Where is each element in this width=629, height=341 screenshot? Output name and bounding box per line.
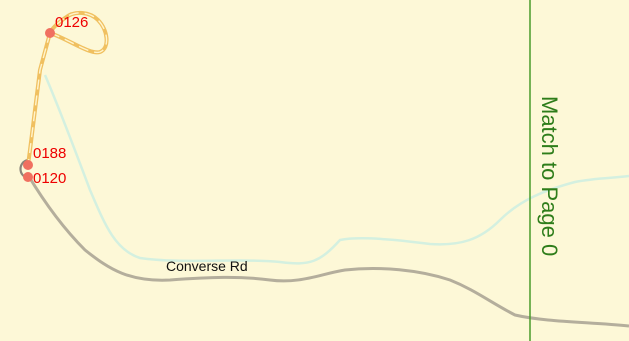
waypoint-label-0188: 0188: [33, 145, 66, 162]
road-converse-rd: [26, 174, 629, 328]
match-to-page-label[interactable]: Match to Page 0: [537, 96, 562, 256]
waypoint-marker-0120[interactable]: [23, 172, 33, 182]
waypoint-label-0126: 0126: [55, 14, 88, 31]
stream-line: [43, 74, 629, 265]
route-track-inner: [27, 12, 108, 166]
waypoint-marker-0126[interactable]: [45, 28, 55, 38]
road-label-converse-rd: Converse Rd: [166, 258, 248, 274]
waypoint-marker-0188[interactable]: [23, 160, 33, 170]
waypoint-label-0120: 0120: [33, 170, 66, 187]
